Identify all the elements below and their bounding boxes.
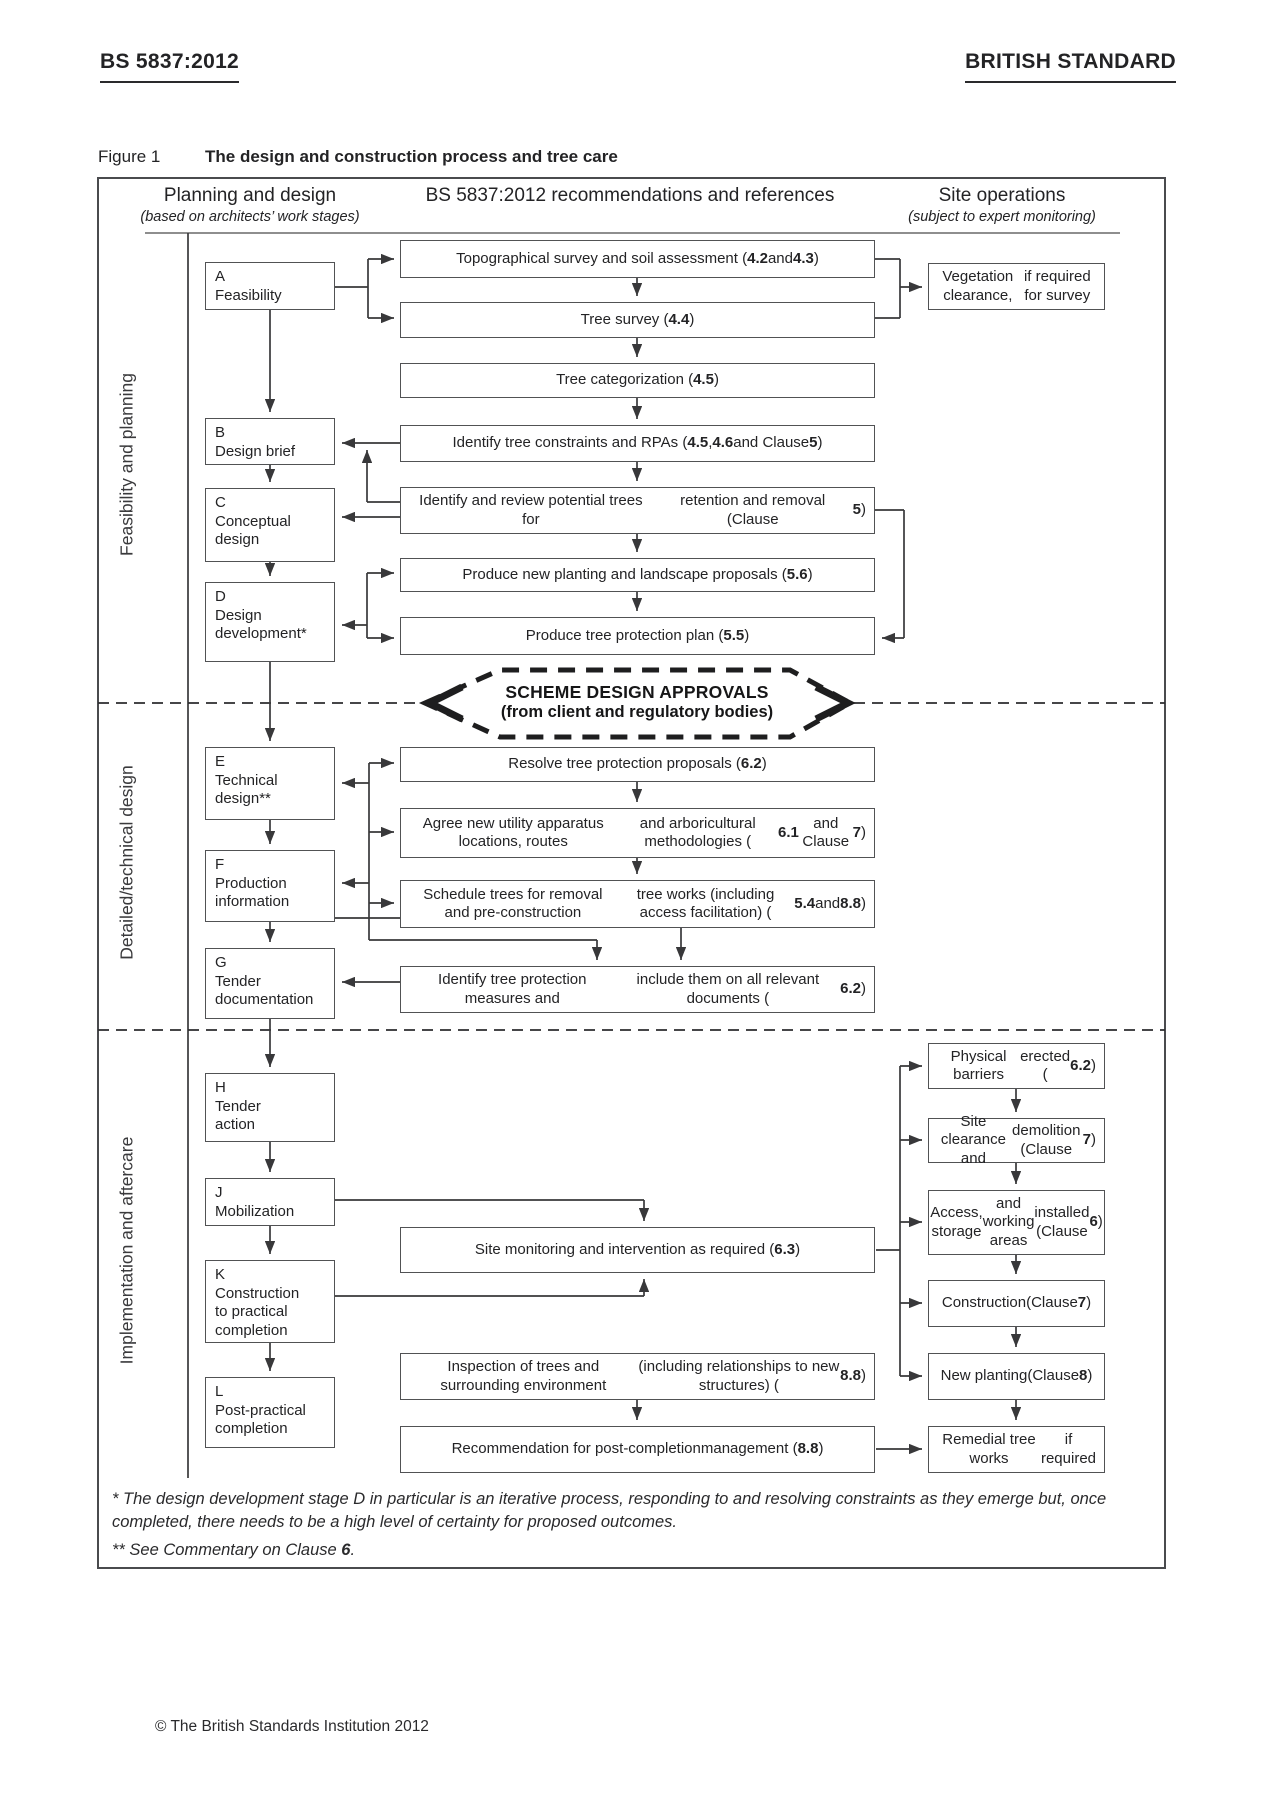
footnote-1: * The design development stage D in part… — [112, 1490, 1107, 1531]
page-footer-copyright: © The British Standards Institution 2012 — [155, 1718, 429, 1735]
column-subtitle-planning: (based on architects’ work stages) — [140, 209, 360, 225]
page-header-left: BS 5837:2012 — [100, 50, 240, 83]
column-header-planning: Planning and design — [163, 185, 337, 206]
approvals-line2: (from client and regulatory bodies) — [500, 703, 774, 721]
footnote-2: ** See Commentary on Clause 6. — [112, 1541, 356, 1559]
column-header-recommendations: BS 5837:2012 recommendations and referen… — [425, 185, 835, 206]
scheme-design-approvals-banner: SCHEME DESIGN APPROVALS (from client and… — [437, 682, 837, 722]
approvals-line1: SCHEME DESIGN APPROVALS — [505, 682, 769, 702]
page-header-right: BRITISH STANDARD — [965, 50, 1176, 83]
column-header-site-operations: Site operations — [938, 185, 1066, 206]
figure-label: Figure 1 — [98, 147, 161, 166]
column-subtitle-site-operations: (subject to expert monitoring) — [908, 209, 1096, 225]
figure-title: The design and construction process and … — [205, 147, 618, 166]
